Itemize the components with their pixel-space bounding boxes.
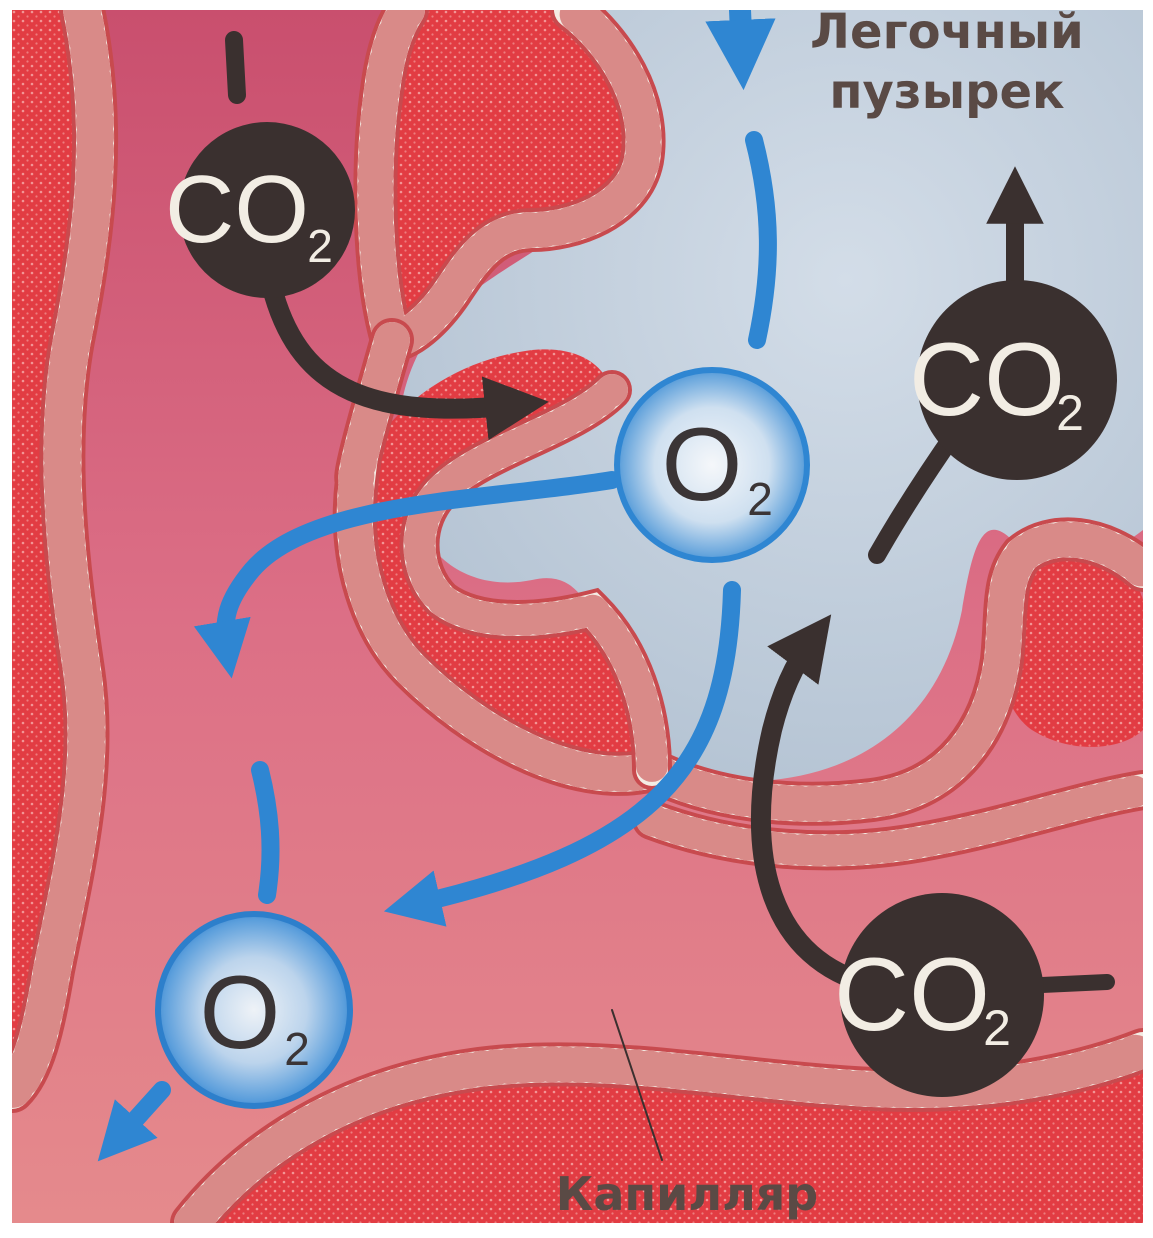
co2-top-stem — [234, 40, 237, 95]
o2-center-sub: 2 — [747, 473, 773, 525]
co2-bottom-stub — [1042, 982, 1107, 985]
co2-top-left-main: CO — [165, 156, 309, 263]
o2-molecule-bottom-left: O 2 — [158, 914, 350, 1106]
co2-top-left-sub: 2 — [307, 220, 333, 272]
co2-right-sub: 2 — [1056, 385, 1084, 441]
co2-right-main: CO — [909, 322, 1065, 438]
co2-bottom-right-sub: 2 — [983, 1000, 1011, 1056]
o2-bottom-left-main: O — [200, 955, 281, 1071]
o2-lower-descent-line — [260, 770, 271, 895]
diagram-frame: CO 2 O 2 CO 2 O 2 CO 2 Легочный пузырек … — [12, 10, 1143, 1223]
gas-exchange-diagram: CO 2 O 2 CO 2 O 2 CO 2 Легочный пузырек … — [12, 10, 1143, 1223]
o2-center-main: O — [662, 407, 743, 523]
alveolus-label-line2: пузырек — [829, 64, 1064, 120]
o2-molecule-center: O 2 — [617, 370, 807, 560]
co2-bottom-right-main: CO — [834, 937, 990, 1053]
alveolus-label-line1: Легочный — [810, 10, 1084, 60]
o2-bottom-left-sub: 2 — [284, 1023, 310, 1075]
o2-inflow-arrow — [740, 10, 742, 55]
capillary-label: Капилляр — [556, 1167, 819, 1221]
